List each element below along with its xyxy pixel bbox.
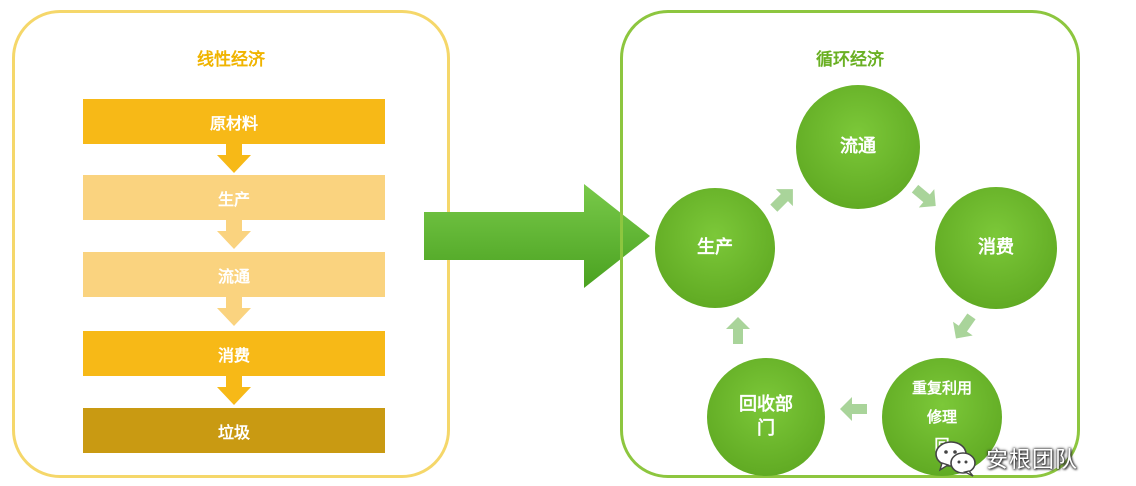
down-arrow-icon bbox=[217, 143, 251, 173]
step-label: 消费 bbox=[217, 345, 250, 365]
node-label: 生产 bbox=[697, 236, 733, 258]
node-circulation: 流通 bbox=[796, 85, 920, 209]
down-arrow-icon bbox=[217, 219, 251, 249]
watermark-text: 安根团队 bbox=[986, 448, 1079, 473]
circular-economy-title: 循环经济 bbox=[816, 50, 884, 70]
node-label-line: 重复利用 bbox=[911, 379, 972, 398]
watermark: 安根团队 bbox=[934, 438, 1078, 478]
step-circulation: 流通 bbox=[83, 252, 385, 297]
wechat-icon bbox=[935, 441, 976, 477]
node-production: 生产 bbox=[655, 188, 775, 308]
node-recycling: 回收部 门 bbox=[707, 358, 825, 476]
node-label-line: 回收部 bbox=[739, 393, 793, 415]
circular-economy-panel: 循环经济 bbox=[620, 10, 1080, 478]
down-arrow-icon bbox=[217, 296, 251, 326]
step-label: 生产 bbox=[217, 189, 250, 209]
step-consumption: 消费 bbox=[83, 331, 385, 376]
step-label: 原材料 bbox=[209, 113, 258, 133]
step-raw-materials: 原材料 bbox=[83, 99, 385, 144]
node-label: 消费 bbox=[978, 236, 1014, 258]
step-label: 流通 bbox=[217, 266, 250, 286]
node-label-line: 门 bbox=[757, 418, 775, 439]
linear-economy-title: 线性经济 bbox=[197, 50, 265, 70]
node-label-line: 修理 bbox=[926, 407, 957, 426]
transition-arrow-icon bbox=[424, 184, 650, 288]
node-consumption: 消费 bbox=[935, 187, 1057, 309]
linear-economy-panel: 线性经济 原材料 生产 流通 消费 垃圾 bbox=[12, 10, 450, 478]
node-label: 流通 bbox=[840, 135, 876, 157]
down-arrow-icon bbox=[217, 375, 251, 405]
step-waste: 垃圾 bbox=[83, 408, 385, 453]
step-production: 生产 bbox=[83, 175, 385, 220]
step-label: 垃圾 bbox=[217, 422, 250, 442]
